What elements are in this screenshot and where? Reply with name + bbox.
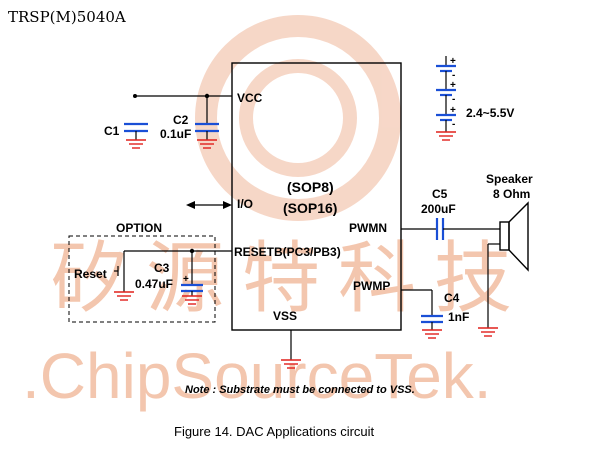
- battery-plus-1: +: [450, 56, 456, 67]
- reset-label: Reset: [74, 267, 107, 281]
- option-box: [68, 235, 216, 323]
- vcc-network: [124, 93, 232, 140]
- speaker-ground-symbol: [478, 327, 498, 337]
- pin-pwmn: PWMN: [349, 221, 387, 235]
- battery-minus-3: -: [452, 119, 455, 130]
- c2-value: 0.1uF: [160, 127, 191, 141]
- watermark: 矽源特科技 .ChipSourceTek.: [22, 15, 530, 412]
- battery-voltage-label: 2.4~5.5V: [466, 106, 514, 120]
- reset-network: [114, 248, 232, 296]
- speaker-icon: [499, 201, 529, 272]
- chip-package-sop8: (SOP8): [287, 179, 334, 195]
- c4-ground-symbol: [422, 329, 442, 339]
- c1-label: C1: [104, 124, 120, 138]
- battery-minus-2: -: [452, 94, 455, 105]
- watermark-logo-inner: [239, 59, 357, 177]
- speaker-impedance: 8 Ohm: [493, 187, 530, 201]
- pin-vcc: VCC: [237, 91, 263, 105]
- c5-value: 200uF: [421, 202, 456, 216]
- pin-resetb: RESETB(PC3/PB3): [234, 245, 341, 259]
- c4-value: 1nF: [448, 310, 469, 324]
- c3-value: 0.47uF: [135, 277, 173, 291]
- vss-network: [281, 330, 301, 369]
- pin-pwmp: PWMP: [353, 279, 390, 293]
- battery-minus-1: -: [452, 70, 455, 81]
- pwmp-network: [401, 289, 443, 330]
- battery-symbol: [436, 56, 456, 141]
- c5-label: C5: [432, 187, 448, 201]
- battery-plus-2: +: [450, 80, 456, 91]
- c4-label: C4: [444, 291, 460, 305]
- option-label: OPTION: [116, 221, 162, 235]
- watermark-en: .ChipSourceTek.: [22, 340, 492, 412]
- watermark-logo-ring: [195, 15, 401, 221]
- c2-ground-symbol: [197, 139, 217, 149]
- c3-label: C3: [154, 261, 170, 275]
- pwmn-network: [401, 218, 500, 328]
- c3-plus-sign: +: [183, 274, 189, 285]
- io-arrow: [186, 201, 232, 209]
- figure-caption: Figure 14. DAC Applications circuit: [174, 424, 375, 439]
- part-number-title: TRSP(M)5040A: [8, 8, 126, 26]
- pin-io: I/O: [237, 197, 253, 211]
- c1-ground-symbol: [126, 139, 146, 149]
- battery-plus-3: +: [450, 105, 456, 116]
- chip-package-sop16: (SOP16): [283, 200, 337, 216]
- c2-label: C2: [173, 113, 189, 127]
- watermark-cn: 矽源特科技: [50, 234, 530, 322]
- speaker-label: Speaker: [486, 172, 533, 186]
- substrate-note: Note : Substrate must be connected to VS…: [185, 384, 415, 396]
- c3-ground-symbol: [182, 295, 202, 305]
- reset-ground-symbol: [114, 291, 134, 301]
- pin-vss: VSS: [273, 309, 297, 323]
- chip-body: [231, 62, 402, 331]
